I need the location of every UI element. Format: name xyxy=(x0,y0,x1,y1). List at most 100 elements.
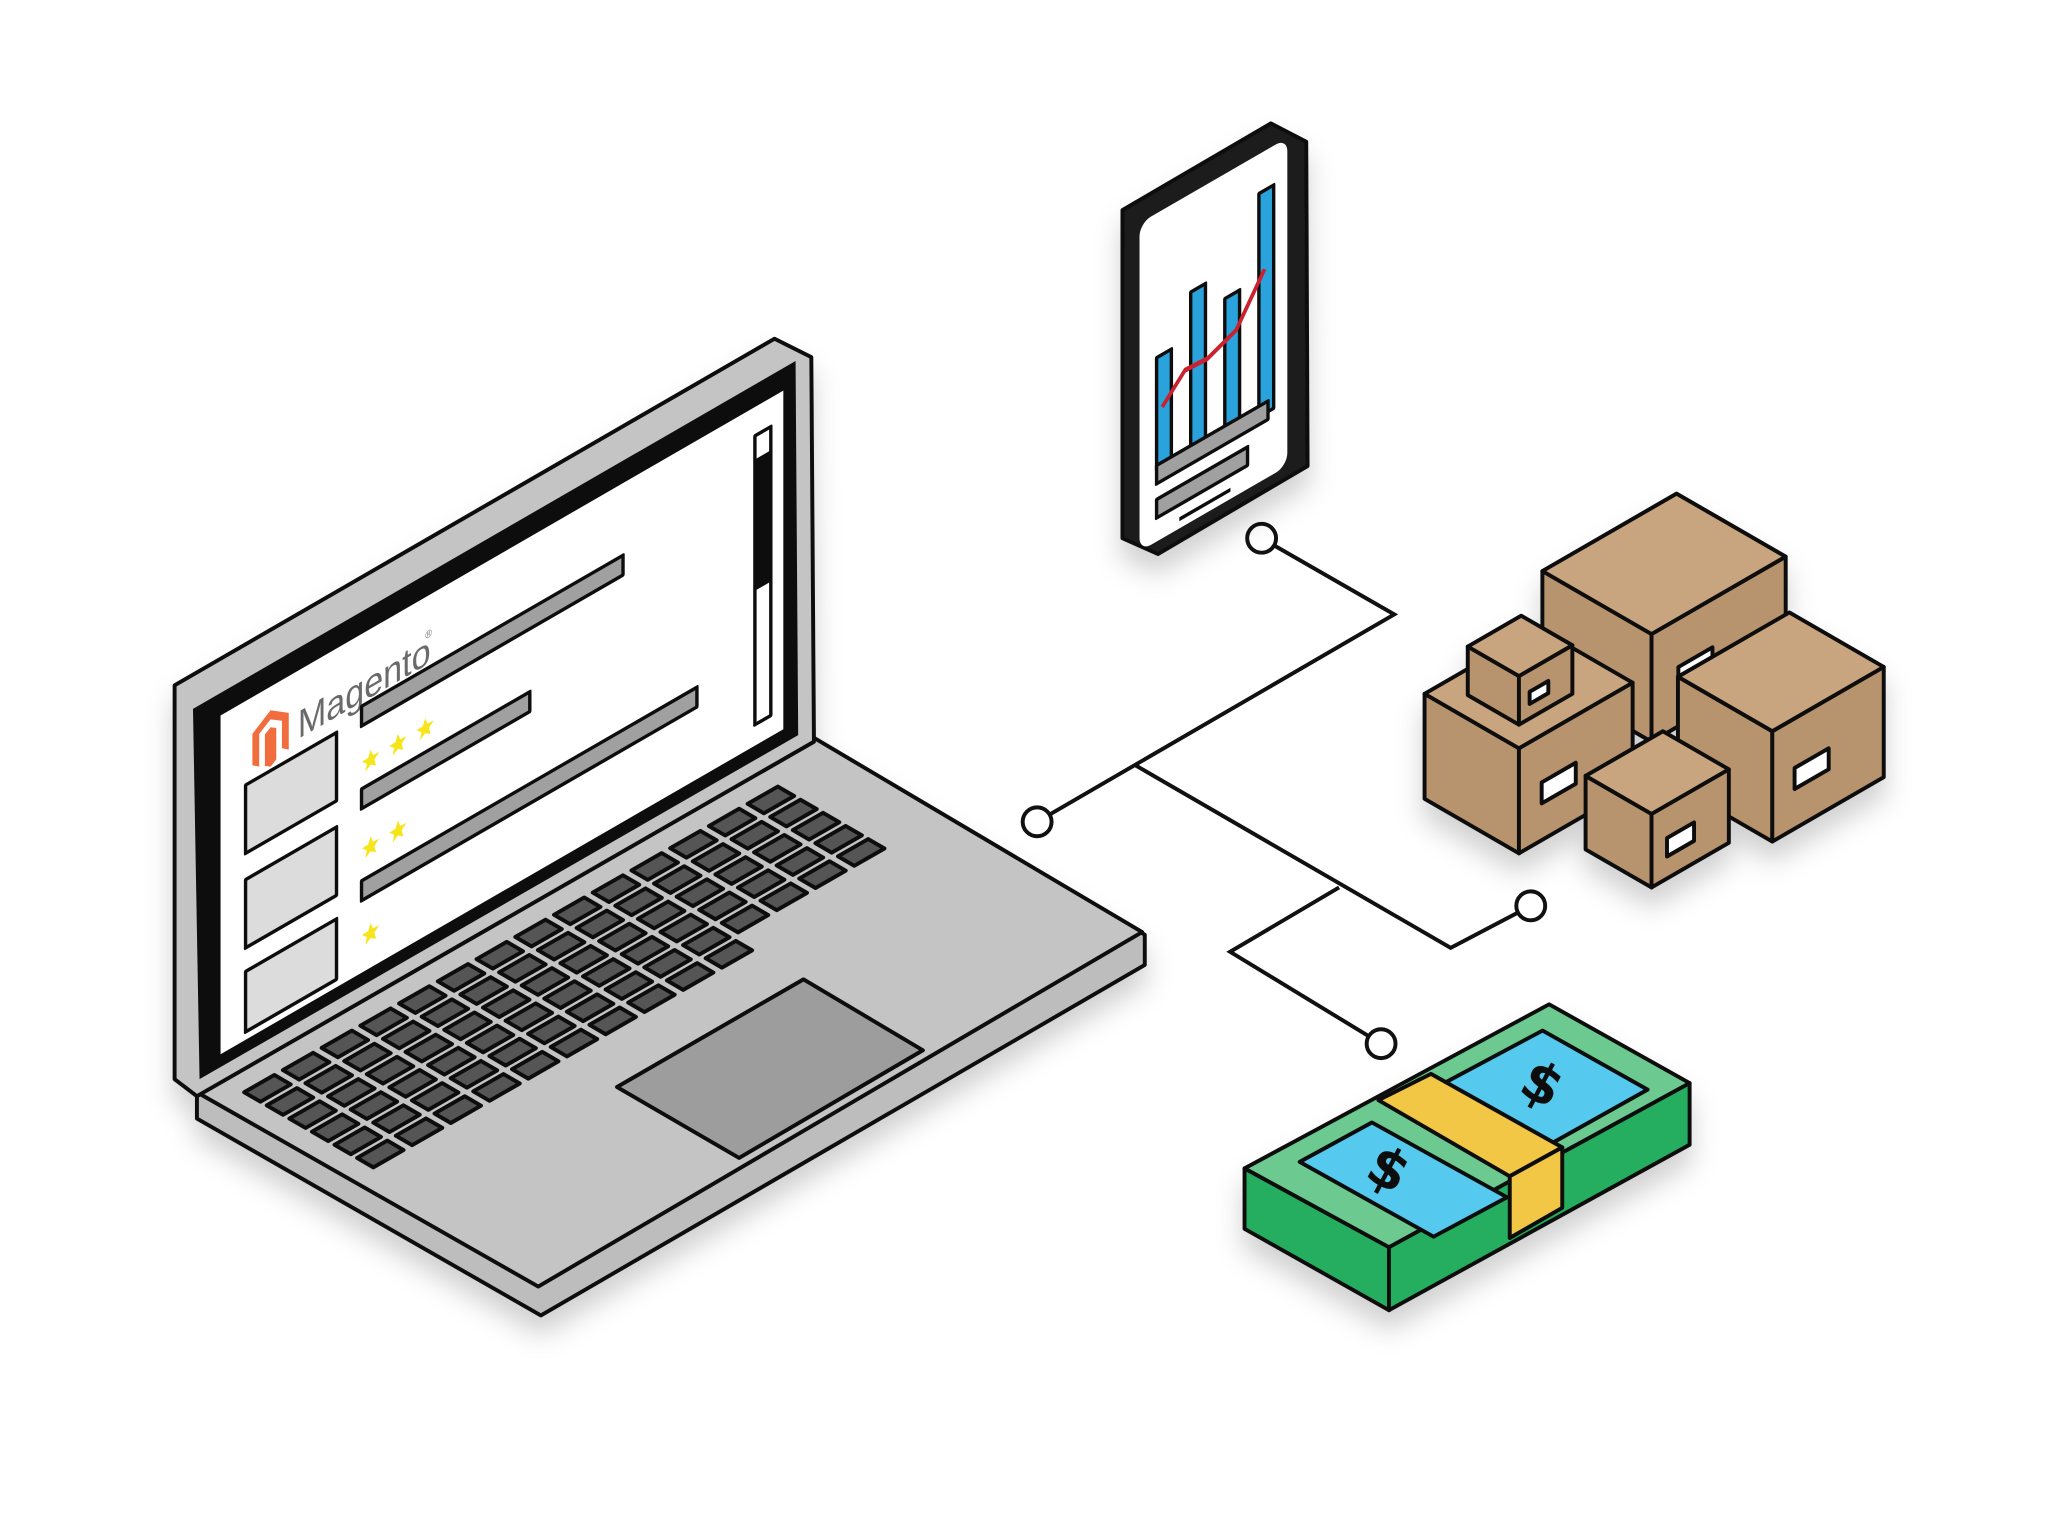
keyboard-key xyxy=(358,1006,409,1038)
star-ratings xyxy=(361,718,434,945)
keyboard-key xyxy=(535,930,587,962)
keyboard-key xyxy=(836,837,887,868)
keyboard-key xyxy=(355,1138,406,1170)
keyboard-key xyxy=(797,859,848,890)
keyboard-key xyxy=(487,1036,538,1068)
box-top-face xyxy=(1583,729,1731,816)
keyboard-key xyxy=(264,1086,316,1117)
keyboard-key xyxy=(713,855,764,886)
keyboard-key xyxy=(542,979,593,1010)
keyboard-key xyxy=(332,1125,383,1157)
keyboard-key xyxy=(309,1112,361,1144)
keyboard-key xyxy=(513,917,564,949)
connector-lines xyxy=(1036,536,1532,1046)
trackpad xyxy=(615,977,925,1160)
logo-registered-mark: ® xyxy=(425,626,432,642)
keyboard-key xyxy=(590,873,642,905)
keyboard-key xyxy=(729,819,780,851)
keyboard-key xyxy=(768,797,819,829)
keyboard-key xyxy=(319,1028,371,1060)
keyboard-key xyxy=(626,983,677,1015)
box-top-face xyxy=(1675,610,1886,734)
keyboard-key xyxy=(409,1081,461,1112)
product-thumbnails xyxy=(243,730,339,1035)
keyboard-key xyxy=(503,1001,555,1033)
keyboard-key xyxy=(574,908,626,940)
keyboard-key xyxy=(326,1077,377,1108)
keyboard-key xyxy=(735,868,787,900)
keyboard-key xyxy=(564,992,616,1024)
box-label xyxy=(1527,679,1551,706)
keyboard-key xyxy=(393,1116,445,1148)
box-label xyxy=(1539,760,1578,806)
keyboard-key xyxy=(471,1072,522,1103)
cardboard-box xyxy=(1583,729,1731,890)
keyboard-key xyxy=(287,1099,338,1130)
keyboard-key xyxy=(348,1090,400,1121)
keyboard-key xyxy=(364,1054,416,1086)
connector-node-icon xyxy=(1020,521,1548,1061)
keyboard-key xyxy=(242,1072,293,1104)
keyboard-key xyxy=(371,1103,422,1135)
chart-bar xyxy=(1223,287,1242,433)
keyboard-key xyxy=(706,806,758,838)
box-label xyxy=(1792,746,1831,791)
star-icon xyxy=(389,820,407,843)
keyboard-key xyxy=(719,903,771,935)
keyboard-key xyxy=(474,939,525,971)
keyboard-key xyxy=(745,784,797,816)
keyboard-key xyxy=(581,957,632,988)
trend-line xyxy=(1160,268,1267,409)
keyboard-key xyxy=(510,1049,561,1081)
keyboard-key xyxy=(674,877,726,909)
keyboard-key xyxy=(619,934,671,966)
keyboard-key xyxy=(790,810,842,842)
keyboard-key xyxy=(642,948,693,979)
keyboard-key xyxy=(442,1010,493,1042)
keyboard-key xyxy=(752,833,803,864)
cardboard-box xyxy=(1465,613,1575,727)
keyboard-key xyxy=(280,1050,332,1082)
star-icon xyxy=(361,922,380,945)
keyboard-key xyxy=(548,1027,600,1059)
keyboard-key xyxy=(635,899,687,931)
cardboard-box xyxy=(1675,610,1886,844)
keyboard-key xyxy=(497,953,548,984)
chart-bar xyxy=(1257,182,1276,420)
keyboard-key xyxy=(481,988,532,1020)
keyboard-key xyxy=(397,984,448,1015)
keyboard-key xyxy=(426,1045,477,1077)
keyboard-key xyxy=(303,1063,354,1095)
keyboard-key xyxy=(813,823,864,855)
keyboard-key xyxy=(681,925,732,957)
bill-left xyxy=(1297,1120,1510,1239)
chart-bar xyxy=(1154,347,1174,472)
keyboard-key xyxy=(597,921,648,953)
keyboard-key xyxy=(629,851,680,882)
scrollbar[interactable] xyxy=(753,424,773,727)
keyboard-key xyxy=(652,864,703,895)
keyboard-key xyxy=(668,828,719,860)
keyboard-key xyxy=(552,895,603,927)
keyboard-key xyxy=(558,943,609,975)
star-icon xyxy=(361,836,380,859)
keyboard-key xyxy=(526,1014,577,1046)
keyboard-key xyxy=(774,846,826,877)
keyboard-key xyxy=(658,912,709,944)
keyboard-key xyxy=(613,886,664,918)
star-icon xyxy=(389,733,407,756)
box-top-face xyxy=(1465,613,1575,679)
keyboard xyxy=(242,784,887,1170)
keyboard-key xyxy=(464,1023,516,1055)
keyboard-key xyxy=(703,938,755,970)
star-icon xyxy=(361,749,380,772)
keyboard-key xyxy=(697,890,748,922)
laptop-screen: Magento ® xyxy=(220,390,784,1055)
phone-chart-icon xyxy=(1120,121,1310,556)
magento-logo-icon xyxy=(252,710,289,767)
keyboard-key xyxy=(380,1019,432,1051)
keyboard-key xyxy=(432,1094,483,1125)
keyboard-key xyxy=(519,966,571,997)
keyboard-key xyxy=(690,842,742,873)
keyboard-key xyxy=(458,975,509,1006)
